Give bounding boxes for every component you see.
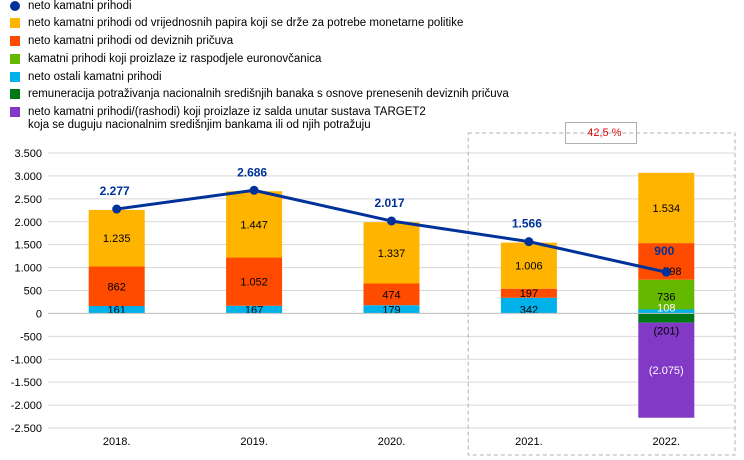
- legend-swatch: [10, 18, 20, 28]
- legend-label: neto kamatni prihodi: [28, 0, 132, 12]
- legend-swatch: [10, 36, 20, 46]
- line-point-label: 2.686: [237, 165, 267, 179]
- line-point: [387, 216, 396, 226]
- legend-label: neto ostali kamatni prihodi: [28, 71, 162, 83]
- bar-segment: [363, 283, 420, 306]
- legend-label: neto kamatni prihodi/(rashodi) koji proi…: [28, 106, 426, 131]
- line-point-label: 2.017: [374, 196, 404, 210]
- y-tick-label: 1.500: [14, 240, 42, 252]
- segment-label: 474: [382, 289, 400, 301]
- bar-segment: [500, 297, 557, 314]
- line-point: [249, 185, 259, 195]
- y-tick-label: 3.000: [14, 171, 42, 183]
- legend-swatch: [10, 72, 20, 82]
- segment-label: (201): [653, 326, 679, 338]
- line-point: [661, 267, 671, 277]
- bar-segment: [638, 322, 695, 418]
- segment-label: 1.534: [653, 203, 681, 215]
- y-tick-label: -2.500: [11, 423, 42, 435]
- legend-item: neto kamatni prihodi: [10, 0, 132, 13]
- y-tick-label: 3.500: [14, 148, 42, 160]
- legend-item: remuneracija potraživanja nacionalnih sr…: [10, 88, 509, 101]
- bar-segment: [638, 279, 695, 314]
- y-tick-label: -1.500: [11, 377, 42, 389]
- legend-swatch: [10, 89, 20, 99]
- change-annotation: - 42,5 %: [565, 122, 637, 144]
- segment-label: 1.235: [103, 233, 131, 245]
- bar-segment: [500, 288, 557, 298]
- segment-label: 1.006: [515, 261, 543, 273]
- x-tick-label: 2019.: [240, 436, 268, 448]
- line-point-label: 2.277: [100, 184, 130, 198]
- line-point-label: 900: [654, 244, 674, 258]
- highlight-box: [467, 132, 736, 456]
- legend-item: neto kamatni prihodi od deviznih pričuva: [10, 35, 233, 48]
- segment-label: 736: [657, 292, 675, 304]
- y-tick-label: 500: [24, 286, 42, 298]
- x-tick-label: 2020.: [378, 436, 406, 448]
- legend-item: kamatni prihodi koji proizlaze iz raspod…: [10, 53, 321, 66]
- line-point: [524, 237, 534, 247]
- legend-item: neto kamatni prihodi/(rashodi) koji proi…: [10, 106, 426, 132]
- y-tick-label: -500: [20, 331, 42, 343]
- segment-label: 1.337: [378, 248, 406, 260]
- bar-segment: [88, 306, 145, 314]
- legend-label: neto kamatni prihodi od vrijednosnih pap…: [28, 17, 464, 29]
- legend-swatch: [10, 1, 20, 11]
- legend-label: neto kamatni prihodi od deviznih pričuva: [28, 35, 234, 47]
- segment-label: 862: [108, 281, 126, 293]
- segment-label: 197: [520, 288, 538, 300]
- line-point: [112, 204, 122, 214]
- y-tick-label: 1.000: [14, 263, 42, 275]
- segment-label: (2.075): [649, 365, 684, 377]
- segment-label: 108: [657, 302, 675, 314]
- legend-swatch: [10, 54, 20, 64]
- segment-label: 1.447: [240, 219, 268, 231]
- y-tick-label: 2.500: [14, 194, 42, 206]
- legend-item: neto kamatni prihodi od vrijednosnih pap…: [10, 17, 463, 30]
- bar-segment: [226, 191, 283, 258]
- x-tick-label: 2022.: [653, 436, 681, 448]
- legend-label: remuneracija potraživanja nacionalnih sr…: [28, 88, 509, 100]
- legend-swatch: [10, 107, 20, 117]
- bar-segment: [88, 209, 145, 267]
- segment-label: 167: [245, 304, 263, 316]
- segment-label: 342: [520, 304, 538, 316]
- y-tick-label: -2.000: [11, 400, 42, 412]
- y-tick-label: 2.000: [14, 217, 42, 229]
- segment-label: 179: [382, 304, 400, 316]
- segment-label: 1.052: [240, 277, 268, 289]
- bar-segment: [363, 222, 420, 284]
- bar-segment: [363, 305, 420, 314]
- bar-segment: [226, 257, 283, 306]
- y-tick-label: 0: [36, 308, 42, 320]
- segment-label: 161: [108, 304, 126, 316]
- line-point-label: 1.566: [512, 217, 542, 231]
- x-tick-label: 2018.: [103, 436, 131, 448]
- bar-segment: [88, 266, 145, 307]
- bar-segment-small: [638, 309, 695, 314]
- bar-segment: [226, 305, 283, 314]
- legend-label: kamatni prihodi koji proizlaze iz raspod…: [28, 53, 322, 65]
- bar-segment: [500, 242, 557, 289]
- y-tick-label: -1.000: [11, 354, 42, 366]
- bar-segment: [638, 313, 695, 323]
- x-tick-label: 2021.: [515, 436, 543, 448]
- legend-item: neto ostali kamatni prihodi: [10, 71, 162, 84]
- bar-segment: [638, 172, 695, 244]
